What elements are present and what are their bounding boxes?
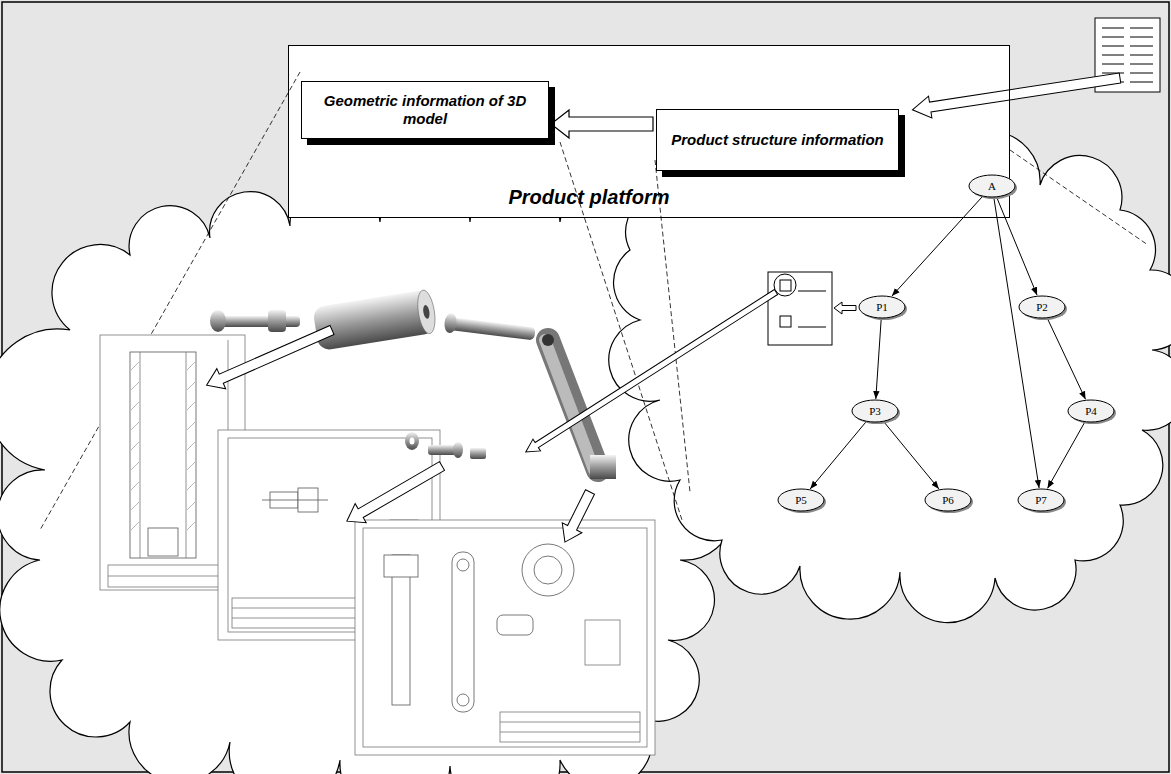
node-text: Geometric information of 3D model <box>312 92 538 128</box>
node-text: P7 <box>1017 488 1065 512</box>
tree-node: A <box>968 174 1016 198</box>
block-arrow <box>551 110 653 138</box>
tree-arrow <box>892 197 982 296</box>
tree-node: P1 <box>858 295 906 319</box>
tree-node: P2 <box>1018 295 1066 319</box>
tree-arrow <box>876 319 881 399</box>
tree-arrow <box>1048 319 1086 400</box>
node-text: P2 <box>1018 295 1066 319</box>
tree-node: P7 <box>1017 488 1065 512</box>
hollow-arrow <box>202 286 780 547</box>
tree-arrow <box>1048 423 1085 489</box>
shaft-part <box>210 310 300 332</box>
tree-arrow <box>810 422 866 489</box>
node-text: Product structure information <box>671 131 884 149</box>
crank-part <box>542 334 616 479</box>
info-box: Product structure information <box>656 109 899 171</box>
pin-part <box>443 312 536 343</box>
tree-node: P4 <box>1067 399 1115 423</box>
tree-arrow <box>997 198 1037 295</box>
node-text: P6 <box>924 488 972 512</box>
tree-arrow <box>994 198 1039 488</box>
tree-node: P5 <box>777 488 825 512</box>
platform-ground <box>288 45 1010 218</box>
info-box: Geometric information of 3D model <box>301 81 549 139</box>
tree-node: P6 <box>924 488 972 512</box>
checklist-icon <box>768 272 832 345</box>
node-text: P1 <box>858 295 906 319</box>
tree-arrow <box>884 422 939 489</box>
tree-node: P3 <box>851 399 899 423</box>
document-arrow <box>911 67 1122 121</box>
node-text: Product platform <box>429 186 749 209</box>
checklist-arrow <box>834 302 856 314</box>
node-text: P4 <box>1067 399 1115 423</box>
node-text: P3 <box>851 399 899 423</box>
drawing-sheet <box>355 520 655 755</box>
node-text: A <box>968 174 1016 198</box>
small-parts <box>405 432 486 459</box>
handle-part <box>312 289 437 351</box>
platform-box: Product platform Geometric information of… <box>288 45 1010 218</box>
node-text: P5 <box>777 488 825 512</box>
